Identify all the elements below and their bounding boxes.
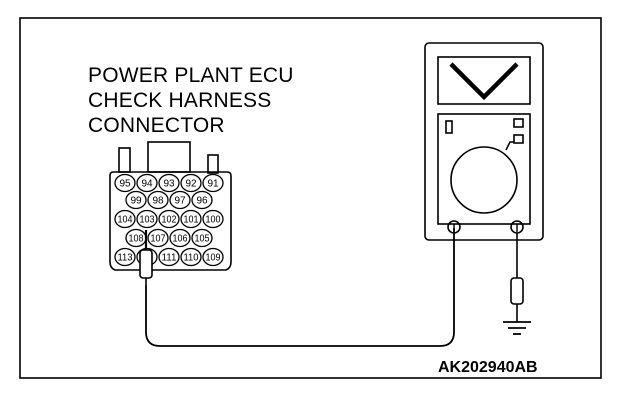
pin-cavity-102 <box>158 209 180 229</box>
pin-label-97: 97 <box>174 196 186 207</box>
pin-cavity-113 <box>114 247 136 267</box>
pin-label-104: 104 <box>118 215 133 226</box>
probe-at-connector <box>139 230 153 285</box>
pin-cavity-109 <box>202 247 224 267</box>
pin-cavity-107 <box>147 228 169 248</box>
pin-label-94: 94 <box>141 179 153 190</box>
selector-pointer <box>505 141 514 151</box>
probe-body <box>139 249 153 279</box>
connector-latch-center <box>147 141 191 173</box>
pin-cavity-98 <box>147 190 169 210</box>
pin-label-111: 111 <box>162 253 177 264</box>
pin-cavity-105 <box>191 228 213 248</box>
voltmeter <box>424 42 544 241</box>
pin-cavity-92 <box>180 173 202 193</box>
pin-label-100: 100 <box>206 215 221 226</box>
pin-cavity-97 <box>169 190 191 210</box>
pin-cavity-100 <box>202 209 224 229</box>
connector-latch-right <box>207 154 219 174</box>
ground-symbol-icon <box>503 321 531 335</box>
selector-dial <box>450 146 518 214</box>
range-indicator-right-mid <box>513 134 524 144</box>
pin-cavity-106 <box>169 228 191 248</box>
figure-frame <box>19 17 602 379</box>
pin-cavity-103 <box>136 209 158 229</box>
pin-label-92: 92 <box>185 179 197 190</box>
pin-cavity-110 <box>180 247 202 267</box>
ground-probe-body <box>510 277 524 305</box>
range-indicator-left <box>445 120 453 134</box>
title-line-1: POWER PLANT ECU <box>88 64 294 87</box>
test-lead-wire <box>145 228 455 347</box>
pin-label-102: 102 <box>162 215 177 226</box>
pin-label-98: 98 <box>152 196 164 207</box>
pin-cavity-95 <box>114 173 136 193</box>
pin-cavity-101 <box>180 209 202 229</box>
pin-cavity-99 <box>125 190 147 210</box>
connector-latch-left <box>118 147 131 173</box>
pin-label-95: 95 <box>119 179 131 190</box>
pin-cavity-91 <box>202 173 224 193</box>
pin-label-91: 91 <box>207 179 219 190</box>
title-line-2: CHECK HARNESS <box>88 89 271 112</box>
pin-cavity-111 <box>158 247 180 267</box>
volt-symbol-icon <box>449 62 519 101</box>
pin-cavity-96 <box>191 190 213 210</box>
pin-label-113: 113 <box>118 253 133 264</box>
voltmeter-panel <box>437 113 531 225</box>
range-indicator-right-top <box>513 118 524 128</box>
terminal-negative <box>447 220 461 234</box>
pin-cavity-93 <box>158 173 180 193</box>
pin-label-103: 103 <box>140 215 155 226</box>
pin-label-93: 93 <box>163 179 175 190</box>
pin-label-109: 109 <box>206 253 221 264</box>
pin-cavity-94 <box>136 173 158 193</box>
pin-label-101: 101 <box>184 215 199 226</box>
pin-label-99: 99 <box>130 196 142 207</box>
title-line-3: CONNECTOR <box>88 114 225 137</box>
pin-label-108: 108 <box>129 234 144 245</box>
voltmeter-case <box>424 42 544 241</box>
voltmeter-display <box>437 56 531 105</box>
figure-id-label: AK202940AB <box>438 359 538 376</box>
pin-label-106: 106 <box>173 234 188 245</box>
pin-label-107: 107 <box>151 234 166 245</box>
connector-pins: 95 94 93 92 91 99 98 97 96 104 103 102 101 100 108 107 1… <box>114 173 224 267</box>
connector-title: POWER PLANT ECU CHECK HARNESS CONNECTOR <box>88 64 294 137</box>
pin-cavity-104 <box>114 209 136 229</box>
pin-label-105: 105 <box>195 234 210 245</box>
ground-lead <box>510 233 524 322</box>
pin-label-110: 110 <box>184 253 199 264</box>
connector-body <box>109 171 232 271</box>
harness-connector <box>109 141 232 271</box>
pin-label-96: 96 <box>196 196 208 207</box>
